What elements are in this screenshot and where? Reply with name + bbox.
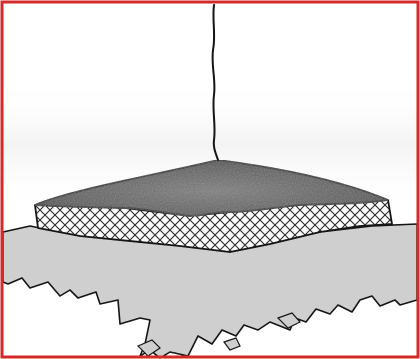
ground-fragment	[136, 339, 161, 357]
hanging-string	[211, 4, 219, 161]
slab-top	[34, 159, 389, 218]
ground-fragment	[223, 337, 241, 351]
ground-fragment	[276, 312, 301, 329]
